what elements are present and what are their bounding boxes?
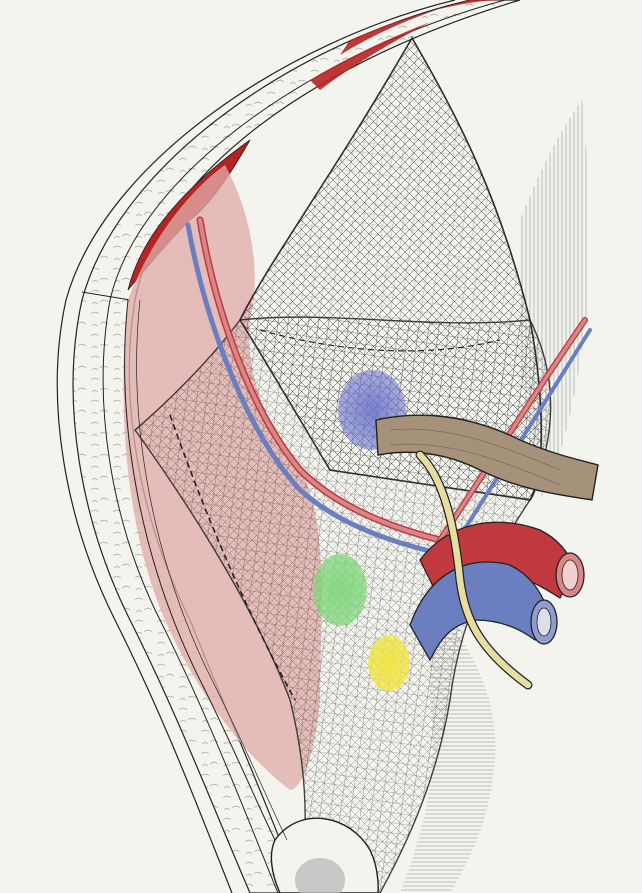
yellow-spot: [368, 635, 410, 691]
pubic-bone-shadow: [295, 858, 345, 893]
skin-line-inner: [102, 0, 506, 893]
iliac-vessels: [409, 521, 585, 662]
cord-texture: [389, 428, 561, 486]
skin-line-outer: [56, 0, 456, 893]
fascia-hatch-lower: [400, 600, 496, 893]
dashed-mesh-top: [259, 329, 501, 352]
green-spot: [313, 554, 367, 626]
wall-divider: [81, 291, 131, 301]
fascia-line-2: [136, 299, 288, 841]
fascia-line: [124, 299, 276, 841]
dashed-mesh-border: [169, 414, 296, 701]
